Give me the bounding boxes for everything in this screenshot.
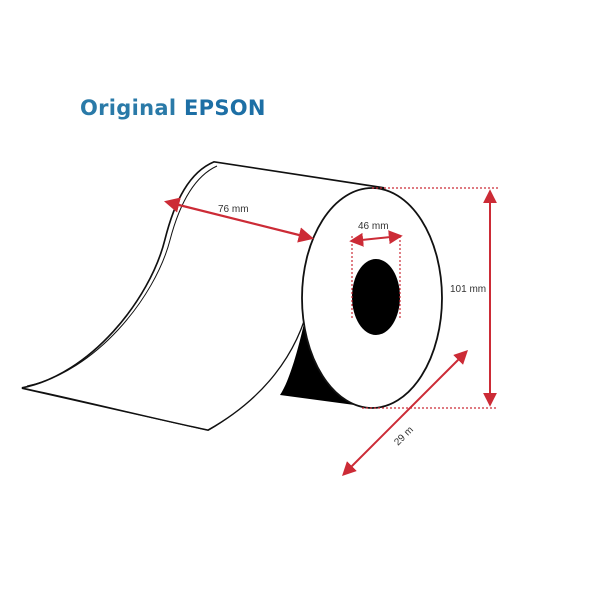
length-label: 29 m bbox=[392, 425, 416, 449]
roll-side bbox=[280, 188, 384, 406]
brand-name: EPSON bbox=[183, 96, 266, 120]
diameter-label: 101 mm bbox=[450, 284, 486, 295]
core-arrow bbox=[349, 230, 403, 247]
roll-core-hole bbox=[352, 259, 400, 335]
brand-title: Original EPSON bbox=[80, 96, 266, 120]
length-arrow bbox=[342, 350, 468, 476]
paper-sheet-inner-line bbox=[26, 165, 218, 387]
core-guide-box bbox=[351, 236, 401, 318]
brand-prefix: Original bbox=[80, 96, 177, 120]
core-label: 46 mm bbox=[358, 221, 389, 232]
width-arrow bbox=[164, 197, 314, 243]
width-label: 76 mm bbox=[218, 204, 249, 215]
